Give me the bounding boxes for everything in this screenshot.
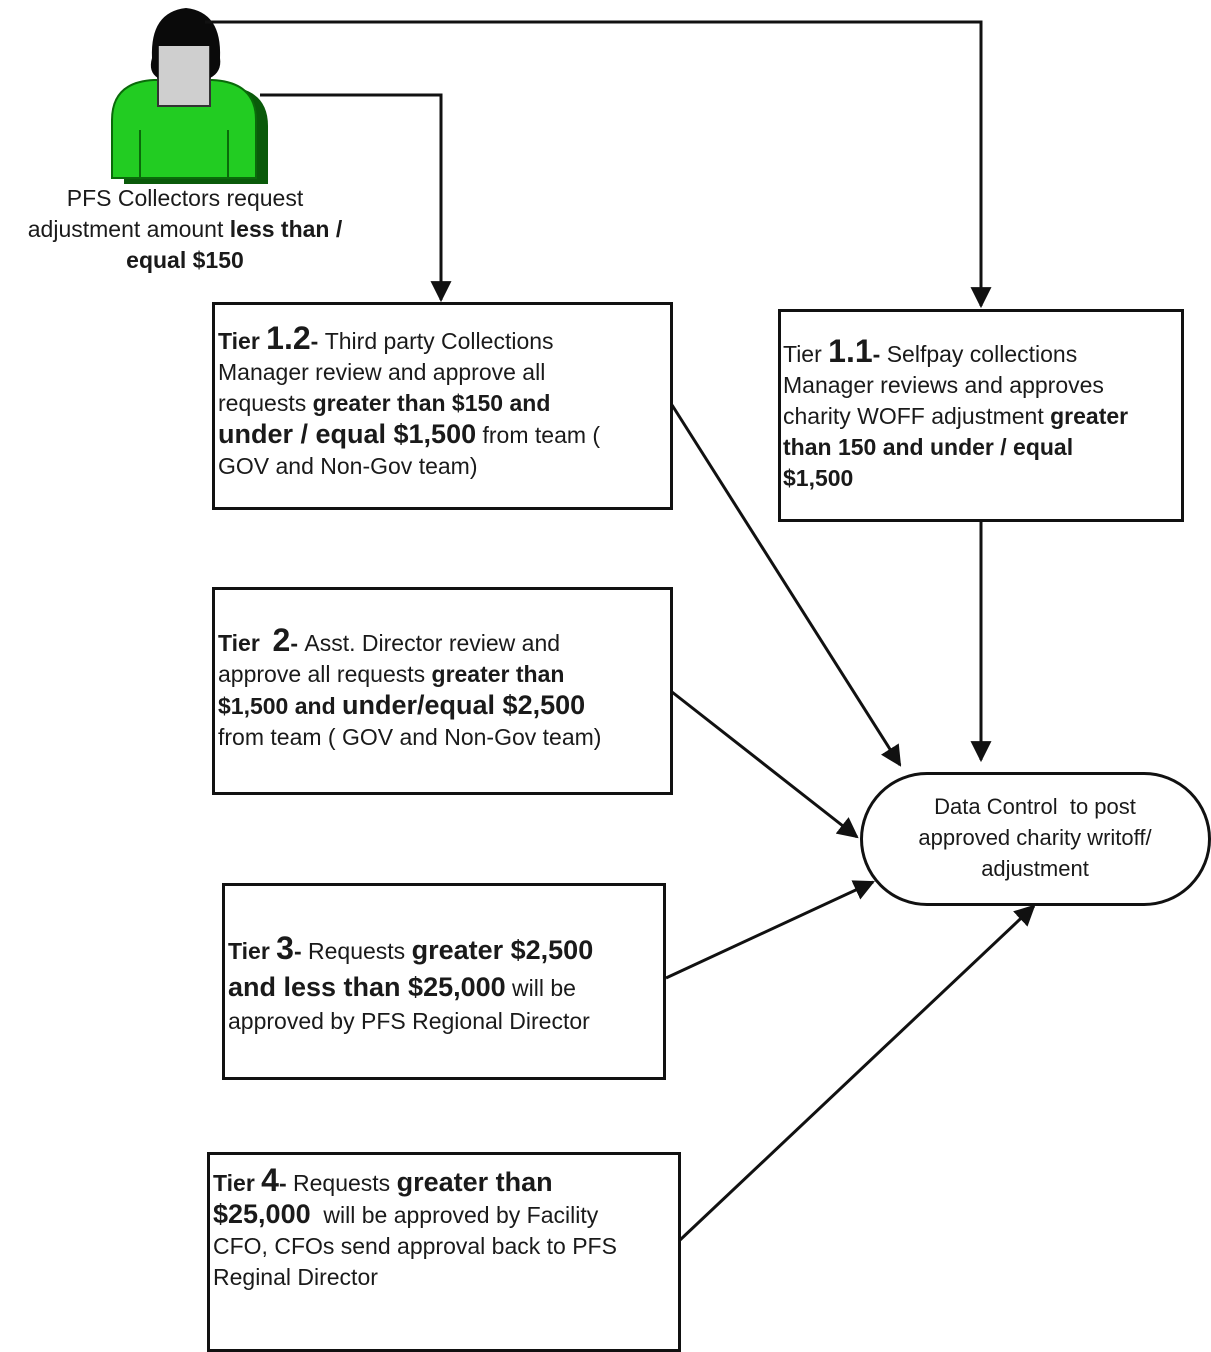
tier4-tier-word: Tier	[213, 1170, 262, 1196]
tier3-line1-bold: greater $2,500	[411, 935, 594, 965]
actor-caption-line2-bold: less than /	[229, 216, 343, 242]
tier11-title: Selfpay collections	[886, 341, 1078, 367]
tier4-line4: Reginal Director	[213, 1264, 378, 1290]
tier2-text: Tier 2- Asst. Director review and approv…	[218, 622, 670, 753]
tier12-line3-bold: greater than $150 and	[312, 390, 551, 416]
tier11-line2: Manager reviews and approves	[783, 372, 1104, 398]
tier4-number: 4	[261, 1162, 279, 1198]
terminal-line2: approved charity writoff/	[918, 825, 1152, 850]
tier12-text: Tier 1.2- Third party Collections Manage…	[218, 320, 670, 482]
tier12-number: 1.2	[266, 320, 311, 356]
tier4-line1-bold: greater than	[396, 1167, 553, 1197]
actor-caption-line2-plain: adjustment amount	[27, 216, 230, 242]
terminal-line3: adjustment	[981, 856, 1089, 881]
tier11-line5: $1,500	[783, 465, 854, 491]
arrow-tier4-to-terminal	[678, 904, 1036, 1242]
terminal-line1: Data Control to post	[934, 794, 1136, 819]
tier4-line2-plain: will be approved by Facility	[310, 1202, 599, 1228]
tier3-line1-plain: Requests	[308, 938, 412, 964]
tier3-line1: Tier 3- Requests greater $2,500	[228, 930, 664, 969]
person-icon	[111, 8, 268, 184]
data-control-text: Data Control to post approved charity wr…	[866, 791, 1204, 884]
tier12-line4: under / equal $1,500 from team (	[218, 419, 670, 451]
data-control-terminal	[860, 772, 1211, 906]
tier4-text: Tier 4- Requests greater than $25,000 wi…	[213, 1162, 679, 1293]
actor-caption-line3: equal $150	[126, 247, 244, 273]
tier2-dash: -	[290, 630, 305, 656]
tier3-line2-plain: will be	[505, 975, 576, 1001]
tier4-dash: -	[278, 1170, 294, 1196]
tier2-line3-bold-b: under/equal $2,500	[342, 690, 586, 720]
tier11-line1: Tier 1.1- Selfpay collections	[783, 333, 1183, 370]
tier12-line5: GOV and Non-Gov team)	[218, 453, 478, 479]
tier12-title: Third party Collections	[324, 328, 554, 354]
actor-caption-line1: PFS Collectors request	[66, 185, 304, 211]
tier2-line3-bold-a: $1,500 and	[218, 693, 343, 719]
tier3-number: 3	[276, 930, 294, 966]
tier4-line1: Tier 4- Requests greater than	[213, 1162, 679, 1199]
tier2-title: Asst. Director review and	[304, 630, 561, 656]
actor-caption-line2: adjustment amount less than /	[0, 214, 370, 245]
tier3-line2-bold: and less than $25,000	[228, 972, 506, 1002]
tier12-tier-word: Tier	[218, 328, 260, 354]
tier2-tier-word: Tier	[218, 630, 273, 656]
tier11-line4: than 150 and under / equal	[783, 434, 1074, 460]
arrow-tier2-to-terminal	[671, 690, 859, 839]
tier3-dash: -	[293, 938, 309, 964]
tier11-text: Tier 1.1- Selfpay collections Manager re…	[783, 333, 1183, 494]
tier12-box	[212, 302, 673, 510]
tier2-line2: approve all requests greater than	[218, 659, 670, 690]
arrow-tier12-to-terminal	[670, 404, 902, 767]
tier2-line1: Tier 2- Asst. Director review and	[218, 622, 670, 659]
tier12-line3-plain: requests	[218, 390, 313, 416]
tier4-box	[207, 1152, 681, 1352]
tier3-line2: and less than $25,000 will be	[228, 969, 664, 1006]
arrow-actor-to-tier11	[205, 20, 992, 309]
tier12-dash: -	[310, 328, 325, 354]
tier4-line2: $25,000 will be approved by Facility	[213, 1199, 679, 1231]
tier4-line2-bold: $25,000	[213, 1199, 311, 1229]
tier11-line3: charity WOFF adjustment greater	[783, 401, 1183, 432]
tier11-dash: -	[872, 341, 887, 367]
tier11-tier-word: Tier	[783, 341, 829, 367]
tier2-line4: from team ( GOV and Non-Gov team)	[218, 724, 602, 750]
tier12-line4-plain: from team (	[476, 422, 601, 448]
tier2-box	[212, 587, 673, 795]
tier11-box	[778, 309, 1184, 522]
actor-caption: PFS Collectors request adjustment amount…	[0, 183, 370, 276]
tier4-line1-plain: Requests	[293, 1170, 397, 1196]
tier12-line1: Tier 1.2- Third party Collections	[218, 320, 670, 357]
tier12-line4-bold: under / equal $1,500	[218, 419, 477, 449]
tier2-line3: $1,500 and under/equal $2,500	[218, 690, 670, 722]
arrow-tier3-to-terminal	[665, 880, 875, 980]
arrow-actor-to-tier12	[260, 93, 452, 303]
tier11-line3-plain: charity WOFF adjustment	[783, 403, 1051, 429]
tier3-text: Tier 3- Requests greater $2,500 and less…	[228, 930, 664, 1036]
tier2-line2-bold: greater than	[431, 661, 565, 687]
tier12-line3: requests greater than $150 and	[218, 388, 670, 419]
tier11-number: 1.1	[828, 333, 873, 369]
tier2-number: 2	[272, 622, 291, 658]
tier2-line2-plain: approve all requests	[218, 661, 432, 687]
tier3-line3: approved by PFS Regional Director	[228, 1008, 590, 1034]
tier3-box	[222, 883, 666, 1080]
tier11-line3-bold: greater	[1050, 403, 1129, 429]
tier4-line3: CFO, CFOs send approval back to PFS	[213, 1233, 617, 1259]
tier12-line2: Manager review and approve all	[218, 359, 546, 385]
tier3-tier-word: Tier	[228, 938, 277, 964]
